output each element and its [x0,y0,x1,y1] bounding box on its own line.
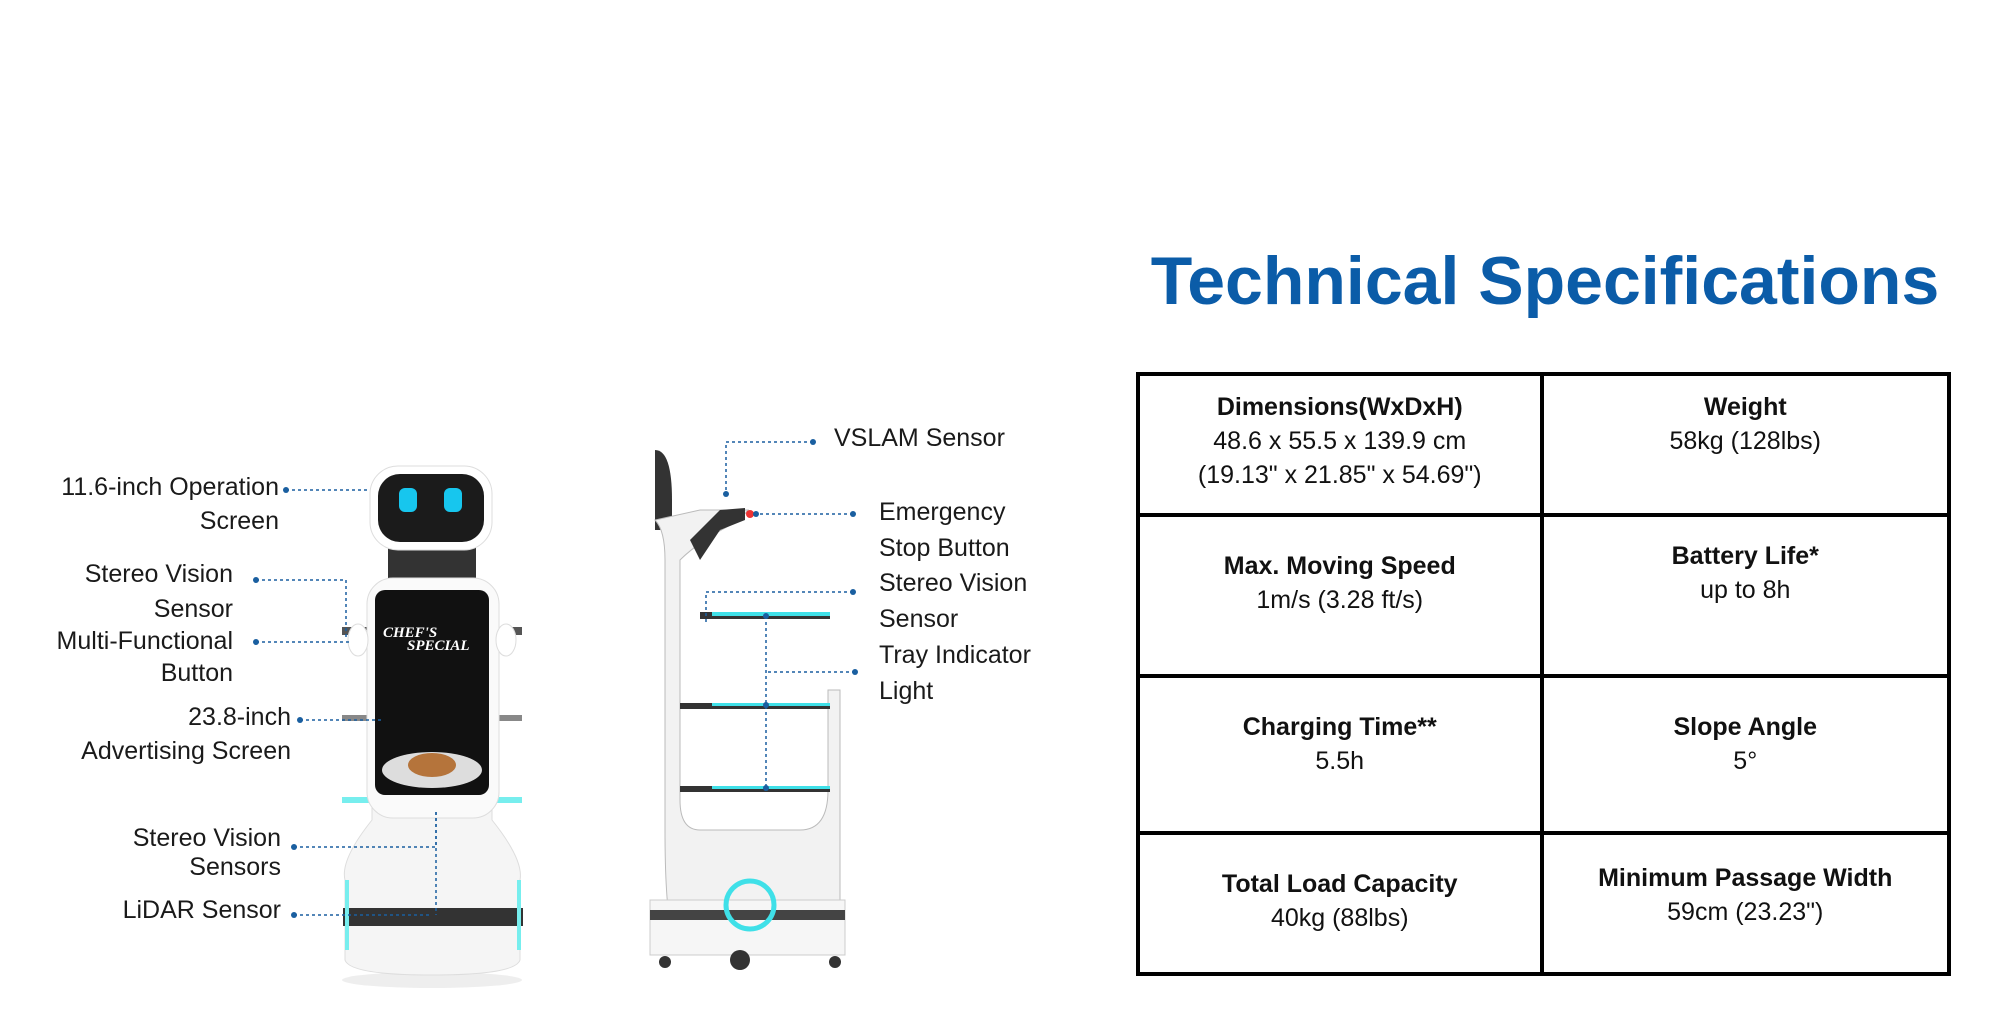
label-line: Screen [199,507,279,535]
screen-text-1: CHEF'S [383,625,437,641]
spec-passage-width: Minimum Passage Width 59cm (23.23") [1544,835,1948,972]
label-line: 23.8-inch [188,703,291,731]
spec-name: Weight [1703,393,1787,421]
screen-text-2: SPECIAL [407,638,470,654]
spec-name: Battery Life* [1671,542,1819,570]
label-line: Stereo Vision [132,824,281,852]
spec-charging-time: Charging Time** 5.5h [1140,678,1544,835]
spec-slope-angle: Slope Angle 5° [1543,678,1947,835]
spec-value: (19.13" x 21.85" x 54.69") [1197,461,1482,489]
spec-table: Dimensions(WxDxH) 48.6 x 55.5 x 139.9 cm (… [1136,372,1951,976]
label-line: Sensors [189,853,281,881]
label-line: Sensor [153,595,233,623]
label-vslam-sensor: VSLAM Sensor [834,421,1005,455]
side-robot-image [649,450,846,970]
spec-max-speed: Max. Moving Speed 1m/s (3.28 ft/s) [1140,517,1544,678]
label-line: Button [160,659,233,687]
label-line: Light [879,677,934,705]
label-line: Multi-Functional [56,627,233,655]
label-line: Stereo Vision [879,569,1028,597]
label-line: VSLAM Sensor [834,424,1005,452]
spec-name: Minimum Passage Width [1598,864,1893,892]
spec-value: up to 8h [1700,576,1791,604]
spec-weight: Weight 58kg (128lbs) [1543,376,1947,517]
label-line: Stop Button [879,534,1010,562]
spec-battery-life: Battery Life* up to 8h [1543,517,1947,678]
leader-dots [253,439,858,918]
label-line: Advertising Screen [81,737,291,765]
spec-value: 5.5h [1315,747,1365,775]
spec-value: 1m/s (3.28 ft/s) [1256,586,1424,614]
leader-lines [256,441,855,916]
label-line: LiDAR Sensor [122,896,281,924]
spec-dimensions: Dimensions(WxDxH) 48.6 x 55.5 x 139.9 cm (… [1140,376,1544,517]
spec-name: Slope Angle [1673,713,1818,741]
front-robot-image: CHEF'S SPECIAL [342,465,523,988]
label-line: Stereo Vision [84,560,233,588]
label-lidar-sensor: LiDAR Sensor [123,893,281,927]
label-line: Sensor [879,605,959,633]
spec-value: 40kg (88lbs) [1270,904,1409,932]
spec-value: 48.6 x 55.5 x 139.9 cm [1213,427,1467,455]
spec-name: Max. Moving Speed [1223,552,1456,580]
spec-value: 58kg (128lbs) [1669,427,1821,455]
label-line: Tray Indicator [879,641,1031,669]
spec-name: Total Load Capacity [1221,870,1458,898]
page-title: Technical Specifications [1150,243,1940,319]
spec-value: 59cm (23.23") [1667,898,1824,926]
spec-value: 5° [1733,747,1758,775]
label-line: Emergency [879,498,1006,526]
spec-load-capacity: Total Load Capacity 40kg (88lbs) [1140,835,1544,972]
label-line: 11.6-inch Operation [61,473,279,501]
spec-name: Dimensions(WxDxH) [1216,393,1463,421]
spec-name: Charging Time** [1242,713,1437,741]
